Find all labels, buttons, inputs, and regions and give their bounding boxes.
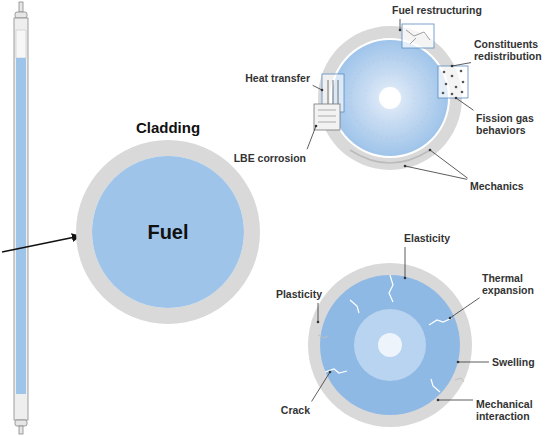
leader-line [307,126,316,149]
callout-label: Plasticity [262,288,322,300]
callout-label: Crack [270,404,310,416]
callout-label: LBE corrosion [222,152,306,164]
node-label: Fuel [92,221,244,244]
leader-dot [404,277,407,280]
callout-label: Elasticity [404,232,464,244]
fuel-circle: Fuel [92,156,244,308]
leader-dot [404,165,407,168]
leader-line [430,150,468,178]
cladding-circle: CladdingFuel [76,140,260,324]
callout-label: Swelling [492,356,546,368]
node-label: Cladding [76,119,260,136]
leader-dot [321,89,324,92]
callout-label: Heat transfer [236,72,310,84]
leader-line [405,247,406,278]
leader-dot [451,65,454,68]
leader-dot [449,317,452,320]
leader-line [456,98,474,110]
leader-line [400,19,401,30]
leader-dot [329,371,332,374]
leader-dot [317,321,320,324]
cross-section-mechanics [308,263,472,427]
leader-line [318,303,319,322]
leader-dot [455,97,458,100]
leader-dot [429,149,432,152]
callout-label: Constituents redistribution [474,38,548,62]
leader-dot [457,361,460,364]
leader-dot [315,125,318,128]
leader-line [312,372,330,401]
callout-label: Fission gas behaviors [476,112,546,136]
fuel-rod [14,2,28,434]
leader-line [438,400,473,401]
cross-section-phenomena [314,24,468,170]
leader-line [313,85,322,90]
leader-dot [399,29,402,32]
leader-line [405,166,467,179]
leader-line [450,298,480,318]
callout-label: Mechanics [470,180,540,192]
callout-label: Mechanical interaction [476,398,546,422]
leader-line [458,362,489,363]
leader-line [452,63,471,66]
callout-label: Thermal expansion [482,272,546,296]
callout-label: Fuel restructuring [392,4,502,16]
leader-dot [437,399,440,402]
pointer-arrow [2,236,80,252]
